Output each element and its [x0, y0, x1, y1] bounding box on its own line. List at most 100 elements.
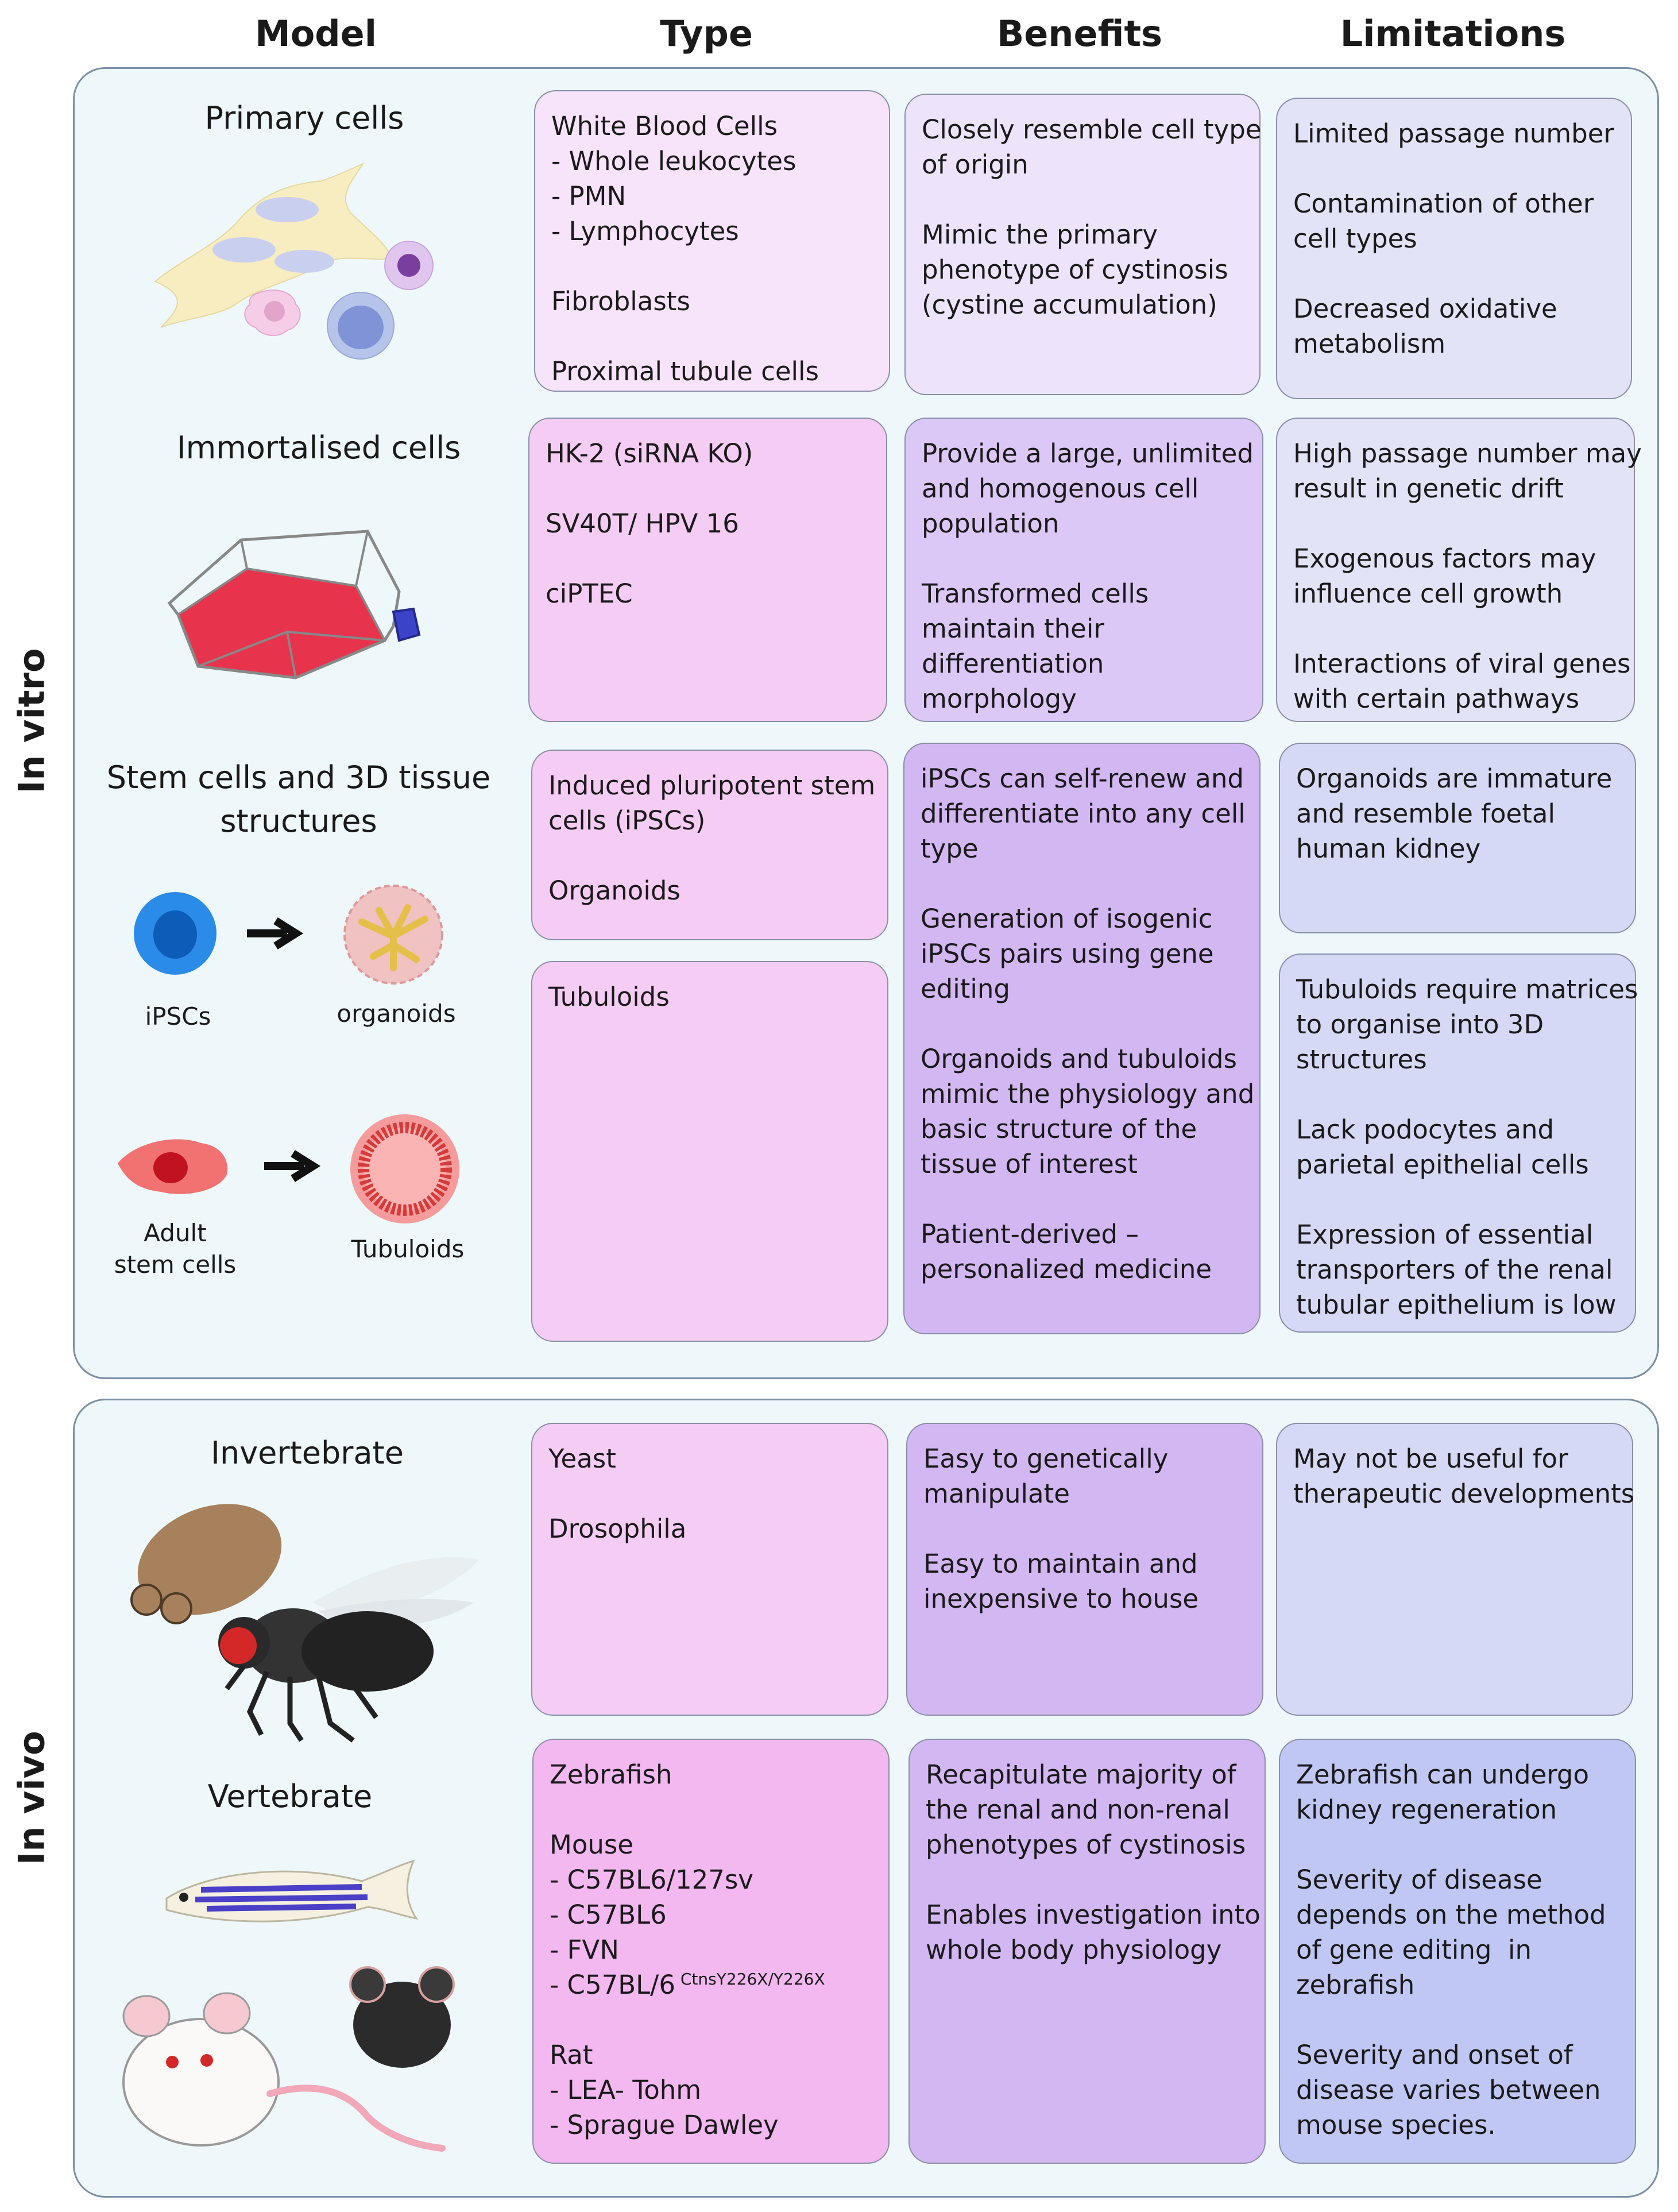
box-line-text: iPSCs pairs using gene [921, 939, 1214, 969]
box-line-text: Zebrafish [550, 1759, 672, 1790]
box-line: Proximal tubule cells [551, 354, 873, 389]
box-line: influence cell growth [1293, 576, 1618, 611]
box-line-text: Organoids are immature [1296, 763, 1613, 794]
box-line-text: transporters of the renal [1296, 1254, 1613, 1285]
box-line-text: Organoids [548, 875, 681, 906]
box-line-text: - Sprague Dawley [550, 2110, 779, 2140]
tubuloid-lumen [358, 1122, 452, 1216]
box-line-text: Easy to genetically [923, 1443, 1169, 1474]
box-line-text: - LEA- Tohm [550, 2075, 702, 2105]
box-line-text: Contamination of other [1293, 188, 1594, 219]
box-line: - PMN [551, 179, 873, 214]
fibroblast-nucleus-1 [256, 197, 319, 222]
box-line-text: High passage number may [1293, 438, 1642, 469]
box-line: population [922, 506, 1246, 541]
box-line: differentiation [922, 646, 1246, 681]
box-line-text: depends on the method [1296, 1900, 1606, 1930]
box-line [1296, 2002, 1619, 2037]
box-line: - Sprague Dawley [550, 2107, 872, 2142]
box-stem-type-tubuloids: Tubuloids [531, 961, 888, 1342]
box-line-text: mimic the physiology and [921, 1079, 1255, 1109]
box-line [546, 471, 870, 506]
box-line: phenotype of cystinosis [922, 252, 1243, 287]
box-line: metabolism [1293, 326, 1615, 361]
box-line [1296, 1077, 1619, 1112]
box-line-text: Provide a large, unlimited [922, 438, 1254, 469]
box-line: Mouse [550, 1827, 872, 1862]
white-mouse-ear-1 [122, 1995, 171, 2037]
box-line: - Lymphocytes [551, 214, 873, 249]
box-line-text: parietal epithelial cells [1296, 1149, 1589, 1180]
box-stem-benefits: iPSCs can self-renew and differentiate in… [903, 743, 1261, 1334]
box-line-text: and homogenous cell [922, 473, 1199, 504]
box-line-text: personalized medicine [921, 1254, 1212, 1284]
box-line: Exogenous factors may [1293, 541, 1618, 576]
box-line: Patient-derived – [921, 1217, 1243, 1252]
label-organoids: organoids [337, 999, 456, 1028]
box-line-text: phenotype of cystinosis [922, 254, 1228, 285]
ipsc-nucleus [153, 910, 197, 959]
box-line-text: whole body physiology [926, 1935, 1222, 1965]
box-line: (cystine accumulation) [922, 287, 1243, 322]
box-line [923, 1511, 1246, 1546]
fibroblast-nucleus-2 [212, 237, 276, 262]
box-line: Easy to genetically [923, 1441, 1246, 1476]
box-line [1293, 151, 1615, 186]
model-primary-cells: Primary cells [204, 100, 404, 136]
box-line: High passage number may [1293, 436, 1642, 471]
box-line [1296, 1827, 1619, 1862]
white-mouse-eye-icon-2 [200, 2054, 213, 2067]
box-line-text: kidney regeneration [1296, 1794, 1557, 1825]
box-line: mimic the physiology and [921, 1076, 1254, 1111]
box-line-text: to organise into 3D [1296, 1009, 1544, 1040]
box-line [922, 182, 1243, 217]
label-ipscs: iPSCs [145, 1002, 211, 1030]
box-line: SV40T/ HPV 16 [546, 506, 870, 541]
box-line-text: SV40T/ HPV 16 [546, 508, 739, 539]
box-line: Tubuloids require matrices [1296, 972, 1638, 1007]
box-line: Induced pluripotent stem [548, 768, 875, 803]
model-immortalised-cells: Immortalised cells [176, 430, 461, 466]
box-line: human kidney [1296, 831, 1619, 866]
box-line-text: type [921, 833, 979, 864]
box-line: Easy to maintain and [923, 1546, 1246, 1581]
box-line: personalized medicine [921, 1252, 1243, 1287]
box-line-text: structures [1296, 1044, 1427, 1075]
box-primary-type: White Blood Cells- Whole leukocytes- PMN… [534, 90, 890, 392]
box-line-text: human kidney [1296, 833, 1481, 864]
box-line [1293, 506, 1618, 541]
box-line-text: Limited passage number [1293, 118, 1614, 149]
genotype-superscript: CtnsY226X/Y226X [675, 1970, 825, 1989]
box-line: transporters of the renal [1296, 1252, 1619, 1287]
box-line: result in genetic drift [1293, 471, 1618, 506]
box-line: Severity of disease [1296, 1862, 1619, 1897]
white-mouse-eye-icon [166, 2056, 179, 2068]
box-line: the renal and non-renal [926, 1792, 1248, 1827]
box-line: ciPTEC [546, 576, 870, 611]
box-line [1296, 1182, 1619, 1217]
box-line-text: iPSCs can self-renew and [921, 763, 1244, 794]
box-line: whole body physiology [926, 1932, 1248, 1967]
box-line [550, 2002, 872, 2037]
box-line: therapeutic developments [1293, 1476, 1634, 1511]
box-line-text: phenotypes of cystinosis [926, 1829, 1246, 1860]
box-line: Interactions of viral genes [1293, 646, 1630, 681]
box-line-text: differentiate into any cell [921, 798, 1246, 829]
box-line: Provide a large, unlimited [922, 436, 1254, 471]
box-line-text: Yeast [548, 1443, 616, 1474]
box-line-text: ciPTEC [546, 578, 633, 609]
box-immortal-benefits: Provide a large, unlimited and homogenous… [904, 418, 1263, 722]
box-line: Organoids and tubuloids [921, 1041, 1243, 1076]
model-stem-cells: Stem cells and 3D tissue structures [92, 756, 505, 843]
box-line: Decreased oxidative [1293, 291, 1615, 326]
box-line: phenotypes of cystinosis [926, 1827, 1248, 1862]
flask-outline [167, 530, 401, 680]
box-line-text: of origin [922, 149, 1029, 180]
zebrafish-stripes [195, 1884, 368, 1912]
